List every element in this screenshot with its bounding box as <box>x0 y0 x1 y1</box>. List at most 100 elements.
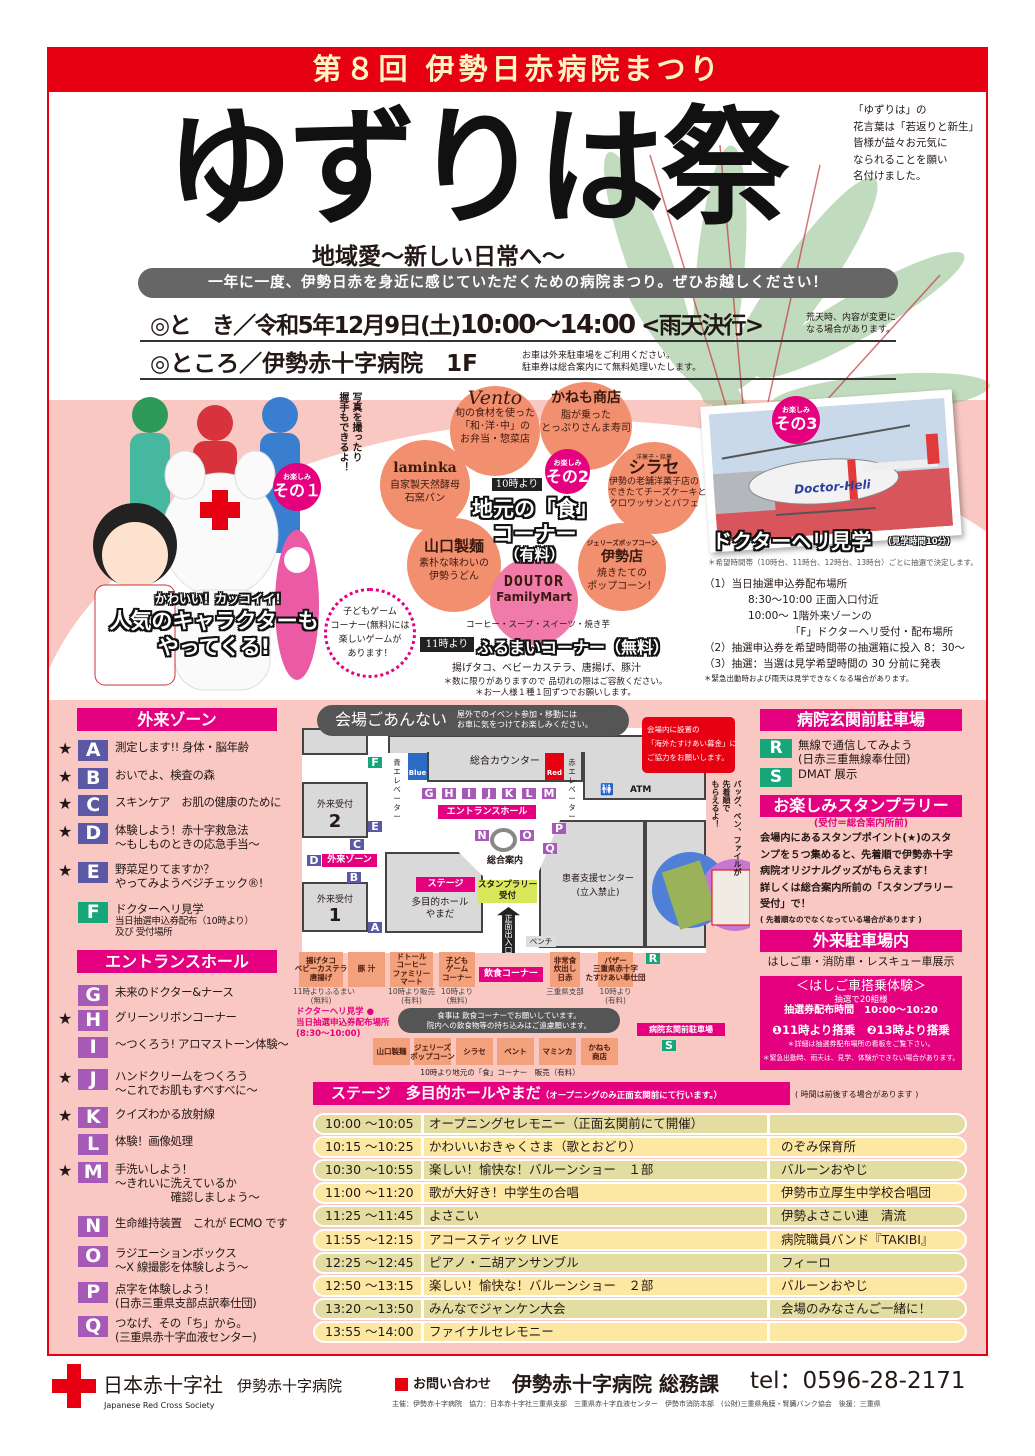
event-date: ◎と き／令和5年12月9日(土)10:00〜14:00 <雨天決行> <box>150 310 764 340</box>
column-divider <box>421 1113 424 1135</box>
stamp-point-star-icon: ★ <box>58 1106 72 1125</box>
atm-label: ATM <box>630 785 652 795</box>
map-stall: シラセ <box>456 1038 493 1065</box>
map-title-bar: 会場ごあんない 屋外でのイベント参加・移動にはお車に気をつけてお楽しみください。 <box>317 705 629 736</box>
goods-illustration <box>652 852 750 931</box>
booth-description: グリーンリボンコーナー <box>115 1010 237 1024</box>
booth-letter: F <box>78 902 108 923</box>
map-stall-caption: 10時より販売 (有料) <box>388 987 435 1005</box>
outpatient-zone-header: 外来ゾーン <box>77 708 277 731</box>
map-marker-s[interactable]: S <box>662 1040 676 1051</box>
map-marker-e[interactable]: E <box>368 821 382 832</box>
doutor-menu: コーヒー・スープ・スイーツ・焼き芋 <box>466 620 610 630</box>
girl-mascot <box>93 503 177 686</box>
schedule-time: 10:00 〜10:05 <box>325 1116 414 1131</box>
map-marker-h[interactable]: H <box>442 788 456 799</box>
map-marker-j[interactable]: J <box>482 788 496 799</box>
booth-letter: C <box>78 795 108 816</box>
map-marker-k[interactable]: K <box>502 788 516 799</box>
schedule-performer: 伊勢市立厚生中学校合唱団 <box>781 1185 932 1201</box>
elevator-blue-label: 青エレベーター <box>393 758 401 821</box>
bear-mascot <box>161 450 279 691</box>
map-marker-r[interactable]: R <box>646 953 660 964</box>
parking-note: お車は外来駐車場をご利用ください。駐車券は総合案内にて無料処理いたします。 <box>522 351 702 373</box>
map-marker-b[interactable]: B <box>347 872 361 883</box>
furumai-items: 揚げタコ、ベビーカステラ、唐揚げ、豚汁 <box>452 663 642 674</box>
map-marker-l[interactable]: L <box>522 788 536 799</box>
stamp-point-star-icon: ★ <box>58 861 72 880</box>
venue-map: 総合カウンター 🚻 ATM Blue Red 青エレベーター 赤エレベーター エ… <box>290 700 750 1085</box>
column-divider <box>767 1113 770 1135</box>
schedule-event: ファイナルセレモニー <box>429 1323 554 1339</box>
booth-description: おいでよ、検査の森 <box>115 768 215 782</box>
booth-subtext: 当日抽選申込券配布（10時より） 及び 受付場所 <box>115 916 254 938</box>
map-marker-q[interactable]: Q <box>543 843 557 854</box>
booth-letter: M <box>78 1162 108 1183</box>
schedule-performer: フィーロ <box>781 1254 831 1270</box>
stamp-rally-desk-note: (受付＝総合案内所前) <box>813 818 909 829</box>
column-divider <box>421 1136 424 1159</box>
contact-dept: 伊勢赤十字病院 総務課 <box>512 1372 719 1396</box>
event-place: ◎ところ／伊勢赤十字病院 1F <box>150 351 478 377</box>
shop-shirase: 洋菓子・銘菓シラセ伊勢の老舗洋菓子店のできたてチーズケーキとクロワッサンとパフェ <box>608 442 707 534</box>
map-marker-c[interactable]: C <box>350 839 364 850</box>
schedule-time: 10:15 〜10:25 <box>325 1139 414 1155</box>
schedule-event: オープニングセレモニー（正面玄関前にて開催） <box>429 1116 704 1131</box>
schedule-performer: のぞみ保育所 <box>781 1139 857 1155</box>
map-marker-p[interactable]: P <box>552 823 566 834</box>
booth-description: スキンケア お肌の健康のために <box>115 795 282 809</box>
map-marker-i[interactable]: I <box>462 788 476 799</box>
column-divider <box>767 1297 770 1320</box>
column-divider <box>767 1205 770 1228</box>
stamp-rally-desk[interactable]: スタンプラリー受付 <box>478 880 538 903</box>
name-origin-note: 「ゆずりは」の花言葉は「若返りと新生」皆様が益々お元気になられることを願い名付け… <box>853 104 979 182</box>
schedule-event: アコースティック LIVE <box>429 1231 559 1247</box>
booth-description: 〜つくろう! アロマストーン体験〜 <box>115 1037 289 1051</box>
donation-note: 会場内に設置の「海外たすけあい募金」にご協力をお願いします。 <box>642 717 737 773</box>
booth-description: クイズわかる放射線 <box>115 1107 215 1121</box>
sponsors: 主催：伊勢赤十字病院 協力：日本赤十字社三重県支部 三重県赤十字血液センター 伊… <box>392 1400 881 1408</box>
org-name-en: Japanese Red Cross Society <box>104 1401 215 1410</box>
map-marker-o[interactable]: O <box>520 830 534 841</box>
map-marker-f[interactable]: F <box>368 757 382 768</box>
local-food-title: 地元の「食」コーナー（有料） <box>472 497 598 564</box>
column-divider <box>421 1182 424 1205</box>
map-stall: かねも 商店 <box>581 1038 618 1065</box>
booth-description: ドクターヘリ見学当日抽選申込券配布（10時より） 及び 受付場所 <box>115 902 254 938</box>
support-center-block <box>539 820 645 948</box>
map-stall: 揚げタコ ベビーカステラ 唐揚げ <box>295 952 347 987</box>
hospital-name: 伊勢赤十字病院 <box>237 1377 343 1395</box>
schedule-row: 10:00 〜10:05 オープニングセレモニー（正面玄関前にて開催） <box>313 1113 967 1135</box>
map-marker-m[interactable]: M <box>542 787 556 800</box>
info-desk-icon <box>490 828 517 852</box>
festival-title: ゆずりは祭 <box>165 93 789 243</box>
stamp-point-star-icon: ★ <box>58 822 72 841</box>
divider <box>140 340 896 342</box>
kids-game-note: 子どもゲームコーナー(無料)には楽しいゲームがあります！ <box>324 588 416 678</box>
contact-marker <box>395 1378 408 1391</box>
outpatient-zone-label: 外来ゾーン <box>322 854 377 867</box>
reception-1-label: 外来受付 <box>316 895 353 905</box>
map-marker-a[interactable]: A <box>368 922 382 933</box>
festival-subtitle: 地域愛〜新しい日常へ〜 <box>312 244 565 270</box>
heli-steps: （1）当日抽選申込券配布場所 8:30〜10:00 正面入口付近 10:00〜 … <box>704 578 966 683</box>
hall-label: 多目的ホールやまだ <box>411 897 469 920</box>
entrance-parking-header: 病院玄関前駐車場 <box>760 709 962 731</box>
schedule-performer: 病院職員バンド『TAKIBI』 <box>781 1231 934 1247</box>
booth-letter: A <box>78 740 108 761</box>
map-stall-caption: 10時より (無料) <box>441 987 473 1005</box>
map-marker-d[interactable]: D <box>307 855 321 866</box>
map-stall: マミンカ <box>539 1038 576 1065</box>
helicopter-image: Doctor-Heli <box>708 397 954 543</box>
attraction-1-badge: お楽しみその１ <box>273 463 321 511</box>
map-marker-n[interactable]: N <box>475 830 489 841</box>
map-stall-caption: 10時より (有料) <box>599 987 632 1005</box>
elevator-red-label: 赤エレベーター <box>568 758 576 821</box>
elevator-blue-icon: Blue <box>408 753 427 780</box>
map-marker-g[interactable]: G <box>422 788 436 799</box>
